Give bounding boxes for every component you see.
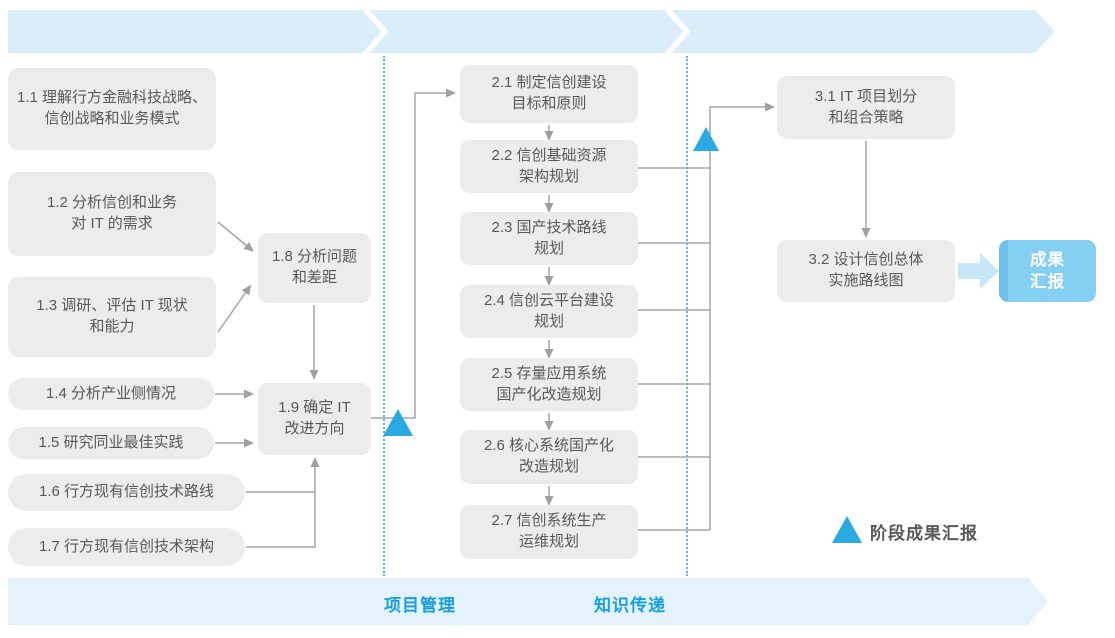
phase-separator-dotted-line-2	[686, 56, 688, 576]
box-3-1: 3.1 IT 项目划分 和组合策略	[777, 76, 955, 139]
result-report-arrow	[958, 253, 999, 289]
box-1-3: 1.3 调研、评估 IT 现状 和能力	[8, 277, 216, 357]
box-3-2: 3.2 设计信创总体 实施路线图	[777, 240, 955, 302]
box-1-6: 1.6 行方现有信创技术路线	[8, 474, 245, 511]
box-3-1-line-2: 和组合策略	[828, 108, 904, 126]
box-2-1: 2.1 制定信创建设 目标和原则	[460, 65, 638, 123]
box-1-6-line-1: 1.6 行方现有信创技术路线	[38, 483, 215, 501]
footer-band	[8, 578, 1048, 625]
box-2-4-line-1: 2.4 信创云平台建设	[483, 291, 615, 309]
header-phase-band	[8, 10, 1055, 53]
footer-label-project-management: 项目管理	[384, 596, 456, 615]
legend-label: 阶段成果汇报	[870, 524, 978, 543]
box-1-5: 1.5 研究同业最佳实践	[8, 427, 214, 459]
box-2-2: 2.2 信创基础资源 架构规划	[460, 140, 638, 193]
box-2-5-line-2: 国产化改造规划	[496, 385, 602, 403]
footer-label-knowledge-transfer: 知识传递	[594, 596, 666, 615]
box-2-1-line-1: 2.1 制定信创建设	[491, 74, 607, 92]
result-report-line-2: 汇报	[1030, 273, 1065, 291]
box-1-8-line-2: 和差距	[291, 269, 337, 286]
box-2-4: 2.4 信创云平台建设 规划	[460, 285, 638, 338]
result-report-box: 成果 汇报	[999, 240, 1096, 302]
box-1-7: 1.7 行方现有信创技术架构	[8, 528, 245, 566]
box-1-5-line-1: 1.5 研究同业最佳实践	[38, 433, 184, 451]
box-1-9: 1.9 确定 IT 改进方向	[258, 383, 371, 455]
box-1-2-line-2: 对 IT 的需求	[71, 215, 153, 232]
box-1-4: 1.4 分析产业侧情况	[8, 378, 214, 410]
box-2-5-line-1: 2.5 存量应用系统	[491, 364, 607, 382]
box-1-9-line-1: 1.9 确定 IT	[278, 399, 351, 417]
box-1-1-line-2: 信创战略和业务模式	[44, 110, 180, 127]
box-2-3: 2.3 国产技术路线 规划	[460, 212, 638, 265]
box-2-3-line-2: 规划	[533, 239, 564, 257]
box-3-2-line-2: 实施路线图	[828, 272, 904, 289]
legend-triangle-icon	[832, 516, 862, 543]
box-2-1-line-2: 目标和原则	[511, 95, 587, 112]
box-1-1-line-1: 1.1 理解行方金融科技战略、	[16, 89, 208, 107]
box-1-8-line-1: 1.8 分析问题	[271, 248, 358, 266]
result-report-line-1: 成果	[1030, 250, 1065, 269]
box-1-7-line-1: 1.7 行方现有信创技术架构	[38, 537, 215, 555]
box-1-2-line-1: 1.2 分析信创和业务	[46, 194, 178, 212]
box-3-1-line-1: 3.1 IT 项目划分	[814, 87, 918, 105]
box-2-6: 2.6 核心系统国产化 改造规划	[460, 430, 638, 484]
box-2-2-line-2: 架构规划	[518, 167, 579, 185]
box-2-6-line-2: 改造规划	[518, 458, 579, 475]
box-1-2: 1.2 分析信创和业务 对 IT 的需求	[8, 172, 216, 256]
box-2-2-line-1: 2.2 信创基础资源	[491, 146, 607, 164]
box-2-6-line-1: 2.6 核心系统国产化	[483, 437, 615, 455]
box-1-9-line-2: 改进方向	[284, 420, 345, 437]
milestone-triangle-phase2	[693, 127, 719, 151]
box-2-7: 2.7 信创系统生产 运维规划	[460, 505, 638, 559]
box-3-2-line-1: 3.2 设计信创总体	[808, 251, 924, 269]
milestone-triangle-phase1	[383, 409, 413, 436]
box-1-3-line-1: 1.3 调研、评估 IT 现状	[36, 297, 188, 315]
box-2-4-line-2: 规划	[533, 312, 564, 330]
phase-separator-dotted-line-1	[383, 56, 385, 576]
box-1-4-line-1: 1.4 分析产业侧情况	[45, 384, 177, 402]
box-1-8: 1.8 分析问题 和差距	[258, 233, 371, 303]
box-2-7-line-2: 运维规划	[518, 533, 579, 550]
box-2-5: 2.5 存量应用系统 国产化改造规划	[460, 358, 638, 411]
box-2-7-line-1: 2.7 信创系统生产	[491, 512, 607, 530]
box-2-3-line-1: 2.3 国产技术路线	[491, 218, 607, 236]
box-1-3-line-2: 和能力	[89, 318, 135, 335]
box-1-1: 1.1 理解行方金融科技战略、 信创战略和业务模式	[8, 68, 216, 150]
